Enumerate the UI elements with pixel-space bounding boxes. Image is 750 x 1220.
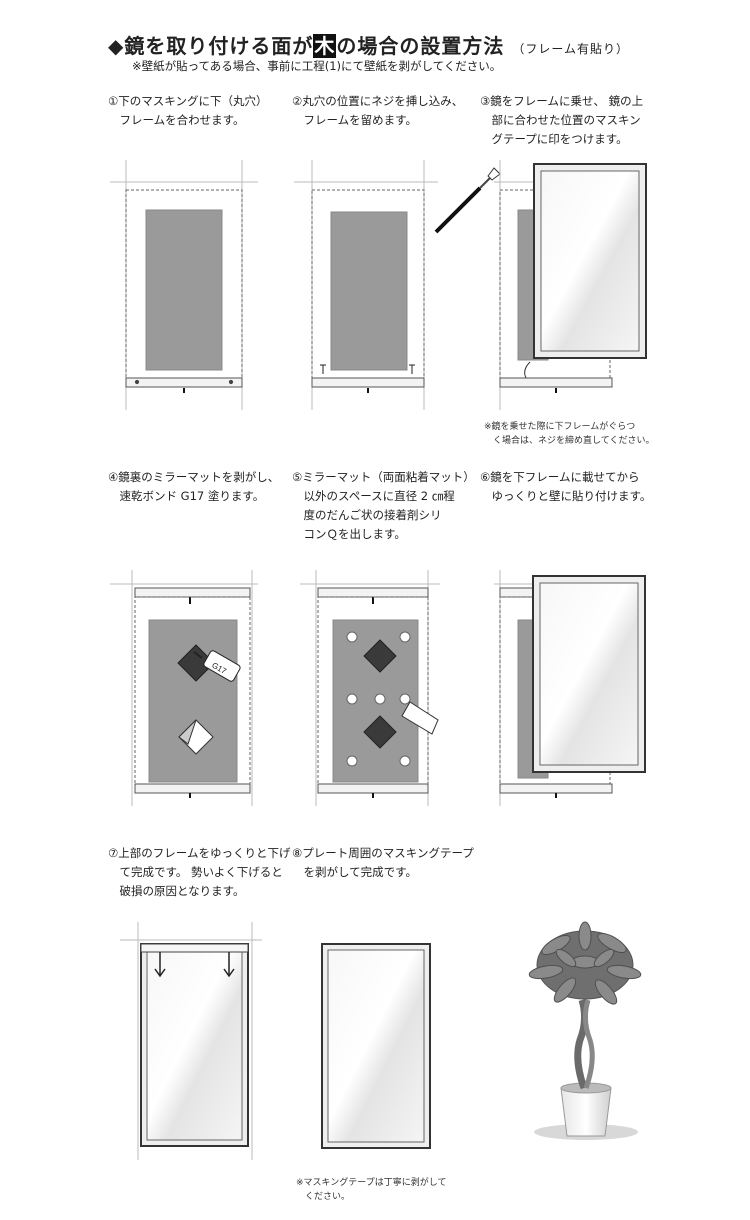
screw-icon [320, 364, 415, 374]
title-sub: （フレーム有貼り） [512, 42, 630, 56]
step-5-text: ⑤ミラーマット（両面粘着マット） 以外のスペースに直径 2 ㎝程 度のだんご状の… [292, 470, 475, 541]
step-4-illustration: G17 [110, 570, 258, 806]
step-7-text: ⑦上部のフレームをゆっくりと下げ て完成です。 勢いよく下げると 破損の原因とな… [108, 846, 291, 898]
step-3-note: ※鏡を乗せた際に下フレームがぐらつ く場合は、ネジを締め直してください。 [484, 422, 655, 446]
step-7-illustration [120, 922, 262, 1160]
glue-tube-icon: G17 [193, 650, 241, 682]
potted-plant-icon [528, 921, 642, 1140]
step-5-illustration [300, 570, 440, 806]
screwdriver-icon [434, 167, 501, 234]
step-1-text: ①下のマスキングに下（丸穴） フレームを合わせます。 [108, 94, 268, 127]
mirror-mat-plate [145, 209, 223, 371]
page-title: ◆鏡を取り付ける面が木の場合の設置方法 （フレーム有貼り） [108, 30, 629, 59]
step-8-text: ⑧プレート周囲のマスキングテープ を剥がして完成です。 [292, 846, 474, 879]
title-pre: ◆鏡を取り付ける面が [108, 34, 314, 58]
step-2-illustration [294, 160, 501, 410]
step-6-illustration [494, 570, 646, 806]
title-post: の場合の設置方法 [336, 34, 505, 58]
adhesive-dots [346, 631, 411, 767]
down-arrow-icon [154, 952, 235, 978]
step-1-illustration [110, 160, 258, 410]
step-2-text: ②丸穴の位置にネジを挿し込み、 フレームを留めます。 [292, 94, 464, 127]
bottom-note: ※マスキングテープは丁寧に剥がして ください。 [296, 1178, 447, 1202]
step-3-illustration [494, 160, 647, 410]
step-3-text: ③鏡をフレームに乗せ、 鏡の上 部に合わせた位置のマスキン グテープに印をつけま… [480, 94, 644, 146]
step-6-text: ⑥鏡を下フレームに載せてから ゆっくりと壁に貼り付けます。 [480, 470, 652, 503]
step-4-text: ④鏡裏のミラーマットを剥がし、 速乾ボンド G17 塗ります。 [108, 470, 280, 503]
mirror [540, 170, 640, 352]
step-8-illustration [321, 943, 431, 1149]
bottom-frame [125, 377, 243, 388]
wallpaper-note: ※壁紙が貼ってある場合、事前に工程(1)にて壁紙を剥がしてください。 [132, 59, 502, 73]
title-highlight: 木 [313, 34, 337, 58]
silicone-tube-icon [401, 701, 439, 735]
